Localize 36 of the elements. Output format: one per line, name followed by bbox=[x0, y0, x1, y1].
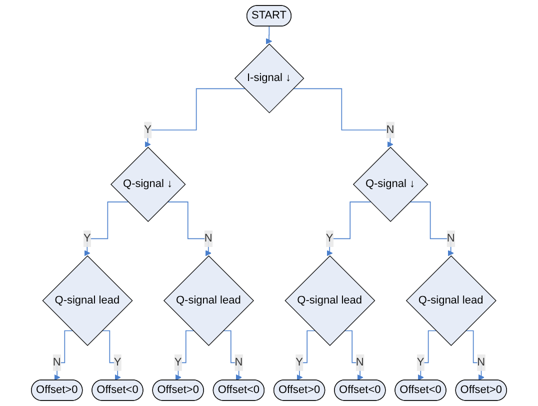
node-diamond: Q-signal lead bbox=[406, 255, 496, 346]
edge-label: Y bbox=[144, 124, 152, 136]
edge-label: N bbox=[356, 356, 364, 368]
arrow bbox=[54, 330, 73, 380]
edge-label: Y bbox=[84, 232, 91, 244]
arrow bbox=[292, 88, 394, 148]
arrow bbox=[418, 330, 437, 380]
arrow bbox=[166, 202, 212, 256]
arrow bbox=[144, 88, 246, 148]
edge-label: Y bbox=[326, 232, 334, 244]
edge-label: N bbox=[234, 356, 243, 368]
arrow bbox=[266, 26, 272, 44]
arrow bbox=[175, 330, 194, 380]
node-diamond: Q-signal lead bbox=[284, 255, 376, 346]
edge-label: Y bbox=[416, 356, 424, 368]
edge-label: N bbox=[52, 356, 61, 368]
edge-label: N bbox=[204, 232, 212, 244]
node-diamond: Q-signal lead bbox=[163, 255, 254, 346]
edge-label: Y bbox=[114, 356, 122, 368]
node-diamond: Q-signal lead bbox=[42, 255, 133, 346]
edge-label: Y bbox=[296, 356, 303, 368]
arrow bbox=[465, 330, 484, 380]
edge-label: Y bbox=[174, 356, 182, 368]
arrow bbox=[101, 330, 121, 380]
edge-label: N bbox=[446, 232, 455, 244]
arrow bbox=[222, 330, 242, 380]
edge-label: N bbox=[386, 124, 394, 136]
node-diamond: I-signal ↓ bbox=[234, 44, 304, 114]
arrow bbox=[84, 202, 129, 256]
node-diamond: Q-signal ↓ bbox=[110, 146, 186, 222]
arrow bbox=[409, 202, 454, 256]
arrow bbox=[344, 330, 364, 380]
edge-label: N bbox=[477, 356, 486, 368]
node-diamond: Q-signal ↓ bbox=[352, 146, 428, 222]
arrow bbox=[326, 202, 372, 256]
arrow bbox=[296, 330, 316, 380]
